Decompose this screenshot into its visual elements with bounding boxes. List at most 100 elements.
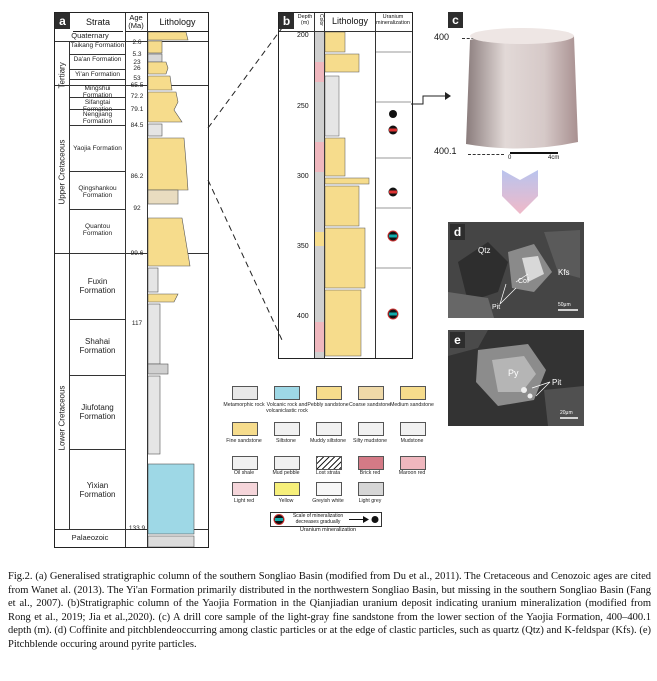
swatch-yellow — [274, 482, 300, 496]
legend-medium: Medium sandstone — [390, 402, 434, 408]
lithology-header: Lithology — [147, 13, 208, 32]
panel-connector-lines — [207, 27, 283, 341]
legend-oil-shale: Oil shale — [233, 470, 255, 476]
swatch-fine — [232, 422, 258, 436]
legend-brick-red: Brick red — [359, 470, 381, 476]
upper-cretaceous-label: Upper Cretaceous — [57, 139, 67, 205]
swatch-volcanic — [274, 386, 300, 400]
age-92: 92 — [133, 205, 141, 212]
formation-daan: Da'an Formation — [73, 56, 122, 63]
pointer-lines-e — [531, 381, 578, 419]
panel-a-tag: a — [55, 13, 70, 29]
strata-header: Strata — [73, 13, 123, 32]
panel-e-tag: e — [450, 332, 465, 348]
formation-fuxin: Fuxin Formation — [79, 277, 116, 295]
scale-50um: 50μm — [558, 302, 571, 308]
swatch-oil-shale — [232, 456, 258, 470]
age-79-1: 79.1 — [130, 106, 144, 113]
pointer-lines-d — [499, 273, 578, 311]
age-26: 26 — [133, 65, 141, 72]
depth-200: 200 — [297, 32, 309, 39]
label-pit-e: Pit — [552, 378, 562, 387]
swatch-mud-pebble — [274, 456, 300, 470]
legend-yellow: Yellow — [278, 498, 294, 504]
swatch-muddy-siltstone — [316, 422, 342, 436]
age-84-5: 84.5 — [130, 122, 144, 129]
formation-shahai: Shahai Formation — [79, 337, 116, 355]
core-depth-bottom: 400.1 — [434, 146, 457, 156]
swatch-pebbly — [316, 386, 342, 400]
swatch-siltstone — [274, 422, 300, 436]
label-kfs: Kfs — [558, 268, 570, 277]
core-depth-top: 400 — [434, 32, 450, 42]
lithology-column-b — [315, 32, 411, 358]
depth-250: 250 — [297, 103, 309, 110]
label-pit-d: Pit — [492, 304, 501, 311]
depth-400: 400 — [297, 313, 309, 320]
panel-c-drill-core: c 400 400.1 0 4cm — [434, 12, 588, 161]
age-2-6: 2.6 — [132, 39, 142, 46]
formation-qingshankou: Qingshankou Formation — [78, 185, 117, 199]
legend-muddy-siltstone: Muddy siltstone — [309, 438, 347, 444]
age-133-9: 133.9 — [128, 525, 146, 532]
panel-b-tag: b — [279, 13, 294, 29]
lithology-column-a — [148, 32, 195, 547]
figure-caption: Fig.2. (a) Generalised stratigraphic col… — [8, 571, 651, 650]
palaeozoic-label: Palaeozoic — [71, 533, 109, 542]
lithology-legend: Metamorphic rock Volcanic rock and volca… — [222, 386, 434, 536]
age-23: 23 — [133, 59, 141, 66]
swatch-metamorphic — [232, 386, 258, 400]
age-72-2: 72.2 — [130, 93, 144, 100]
age-86-2: 86.2 — [130, 173, 144, 180]
swatch-mudstone — [400, 422, 426, 436]
formation-taikang: Taikang Formation — [70, 42, 125, 49]
age-65-5: 65.5 — [130, 82, 144, 89]
legend-lost-strata: Lost strata — [315, 470, 341, 476]
formation-quantou: Quantou Formation — [82, 223, 113, 237]
arrow-b-to-c — [411, 92, 451, 105]
age-5-3: 5.3 — [132, 51, 142, 58]
legend-volcanic: Volcanic rock and volcaniclastic rock — [266, 402, 308, 414]
mineral-title: Uranium mineralization — [299, 527, 357, 533]
age-99-6: 99.6 — [130, 250, 144, 257]
legend-coarse: Coarse sandstone — [348, 402, 392, 408]
quaternary-label: Quaternary — [71, 31, 109, 40]
panel-d-tag: d — [450, 224, 465, 240]
swatch-light-red — [232, 482, 258, 496]
legend-light-red: Light red — [233, 498, 255, 504]
swatch-greyish-white — [316, 482, 342, 496]
panel-b-yaojia-column: b Depth (m) Color Lithology Uranium mine… — [278, 12, 413, 359]
core-sample-image — [466, 28, 578, 149]
legend-maroon-red: Maroon red — [398, 470, 426, 476]
legend-greyish-white: Greyish white — [312, 498, 344, 504]
depth-300: 300 — [297, 173, 309, 180]
formation-yaojia: Yaojia Formation — [73, 145, 122, 152]
swatch-medium — [400, 386, 426, 400]
legend-silty-mudstone: Silty mudstone — [352, 438, 388, 444]
panel-a-stratigraphic-column: a Strata Age (Ma) Lithology Quaternary T… — [54, 12, 209, 548]
uranium-header: Uranium mineralization — [376, 14, 410, 26]
depth-350: 350 — [297, 243, 309, 250]
legend-pebbly: Pebbly sandstone — [307, 402, 349, 408]
lower-cretaceous-label: Lower Cretaceous — [57, 385, 67, 451]
scale-zero: 0 — [508, 155, 512, 161]
swatch-brick-red — [358, 456, 384, 470]
formation-yian: Yi'an Formation — [74, 71, 121, 78]
legend-siltstone: Siltstone — [276, 438, 296, 444]
swatch-maroon-red — [400, 456, 426, 470]
age-53: 53 — [133, 75, 141, 82]
formation-mingshui: Mingshui Formation — [82, 85, 113, 99]
lithology-header-b: Lithology — [331, 16, 369, 26]
scale-4cm: 4cm — [548, 155, 560, 161]
swatch-light-grey — [358, 482, 384, 496]
panel-c-tag: c — [448, 12, 463, 28]
scale-20um: 20μm — [560, 410, 573, 416]
legend-metamorphic: Metamorphic rock — [223, 402, 265, 408]
label-py: Py — [508, 368, 519, 378]
legend-mudstone: Mudstone — [400, 438, 424, 444]
panel-e-sem-image: e Py Pit 20μm — [448, 330, 584, 426]
formation-jiufotang: Jiufotang Formation — [79, 403, 116, 421]
age-header: Age (Ma) — [125, 13, 147, 32]
swatch-coarse — [358, 386, 384, 400]
formation-yixian: Yixian Formation — [79, 481, 116, 499]
